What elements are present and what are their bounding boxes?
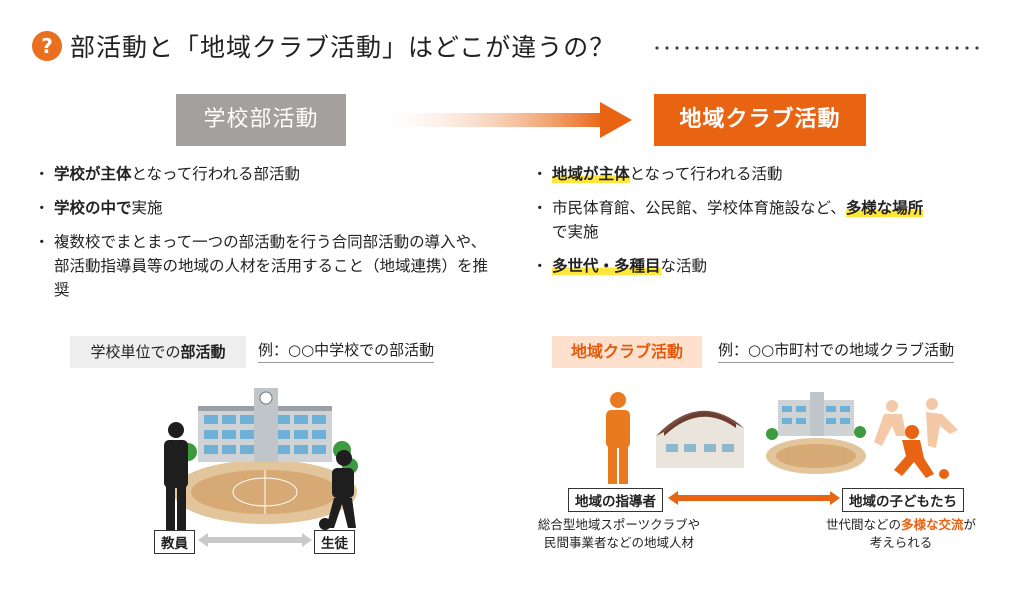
community-club-box: 地域クラブ活動 bbox=[654, 94, 866, 146]
athletes-silhouettes bbox=[874, 398, 958, 479]
school-example: 例：○○中学校での部活動 bbox=[258, 339, 435, 363]
teacher-student-arrow bbox=[198, 533, 312, 547]
school-bullets: 学校が主体となって行われる部活動 学校の中で実施 複数校でまとまって一つの部活動… bbox=[34, 162, 488, 312]
school-field-illustration-small bbox=[766, 392, 866, 474]
leader-silhouette bbox=[606, 392, 630, 484]
bullet-item: 学校が主体となって行われる部活動 bbox=[34, 162, 486, 186]
school-club-box: 学校部活動 bbox=[176, 94, 346, 146]
community-example: 例：○○市町村での地域クラブ活動 bbox=[718, 339, 955, 363]
question-icon: ? bbox=[32, 31, 62, 61]
children-note: 世代間などの多様な交流が 考えられる bbox=[825, 517, 977, 550]
children-tag: 地域の子どもたち bbox=[842, 488, 964, 512]
bullet-item: 学校の中で実施 bbox=[34, 196, 486, 220]
leader-children-arrow bbox=[668, 491, 840, 505]
community-club-label: 地域クラブ活動 bbox=[552, 336, 702, 368]
dotted-divider bbox=[652, 46, 984, 50]
bullet-item: 地域が主体となって行われる活動 bbox=[532, 162, 984, 186]
school-field-illustration bbox=[172, 388, 358, 524]
transition-arrow bbox=[366, 102, 632, 138]
gymnasium-illustration bbox=[656, 410, 744, 468]
bullet-item: 多世代・多種目な活動 bbox=[532, 254, 984, 278]
leader-tag: 地域の指導者 bbox=[568, 488, 663, 512]
student-tag: 生徒 bbox=[314, 530, 355, 554]
page-title: 部活動と「地域クラブ活動」はどこが違うの？ bbox=[70, 33, 616, 62]
school-unit-label: 学校単位での部活動 bbox=[70, 336, 246, 368]
teacher-tag: 教員 bbox=[154, 530, 195, 554]
community-bullets: 地域が主体となって行われる活動 市民体育館、公民館、学校体育施設など、多様な場所… bbox=[532, 162, 984, 288]
bullet-item: 複数校でまとまって一つの部活動を行う合同部活動の導入や、部活動指導員等の地域の人… bbox=[34, 230, 490, 302]
teacher-silhouette bbox=[164, 422, 188, 530]
leader-note: 総合型地域スポーツクラブや 民間事業者などの地域人材 bbox=[537, 517, 701, 550]
student-silhouette bbox=[319, 450, 356, 530]
